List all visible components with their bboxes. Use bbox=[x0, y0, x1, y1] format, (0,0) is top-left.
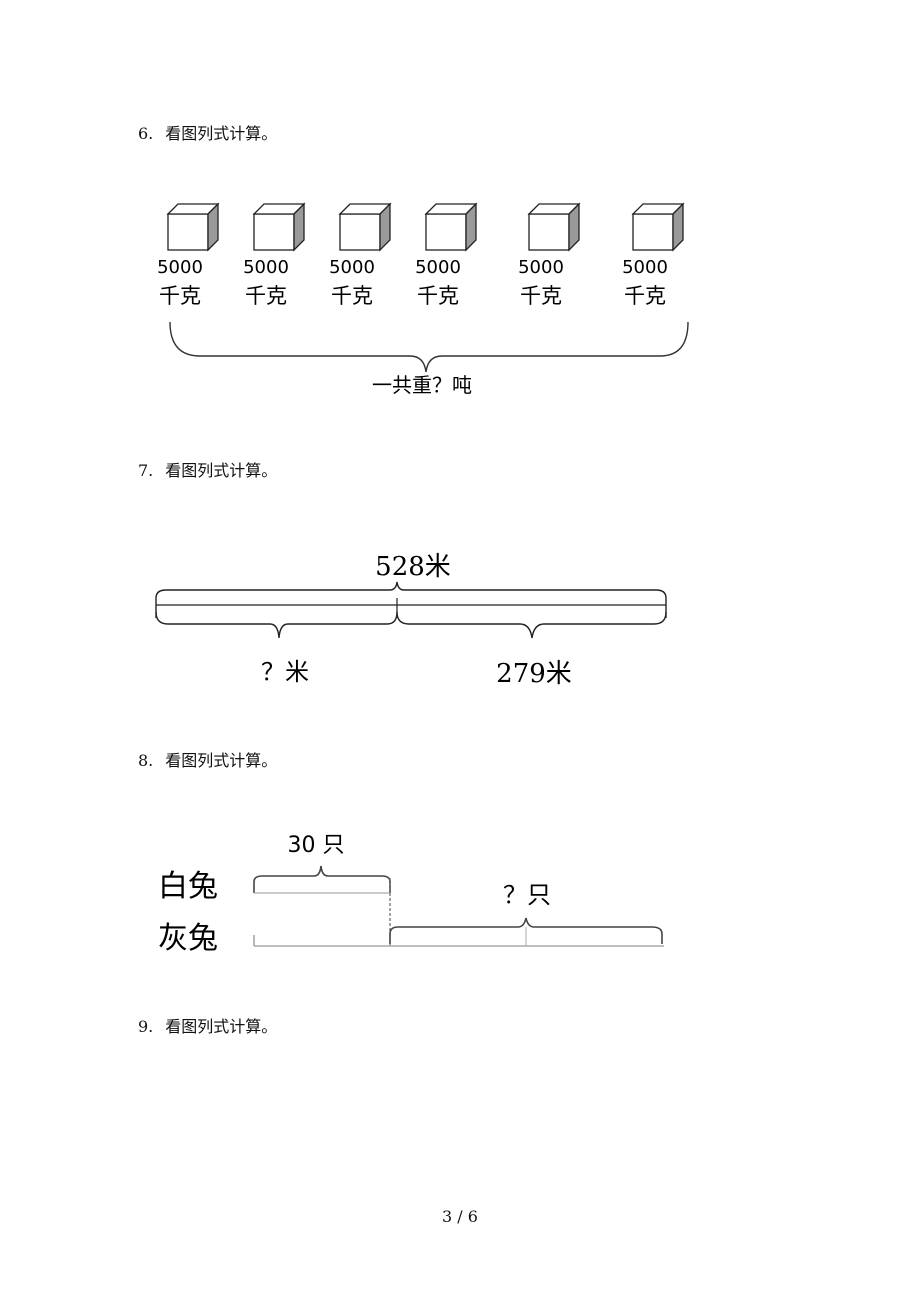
box-weight-value: 5000 bbox=[329, 257, 375, 278]
page-number: 3 / 6 bbox=[442, 1207, 478, 1226]
cube-icon bbox=[252, 202, 306, 252]
box-weight-unit: 千克 bbox=[520, 284, 562, 308]
box-weight-value: 5000 bbox=[157, 257, 203, 278]
question-number: 7. bbox=[138, 461, 154, 480]
white-rabbit-count-label: 30 只 bbox=[288, 833, 345, 858]
question-number: 6. bbox=[138, 124, 154, 143]
unknown-length-label: ？米 bbox=[261, 658, 309, 686]
total-brace bbox=[169, 321, 689, 373]
question-6-title: 6. 看图列式计算。 bbox=[138, 120, 277, 144]
box-weight-unit: 千克 bbox=[331, 284, 373, 308]
left-brace bbox=[155, 611, 398, 639]
total-weight-label: 一共重？吨 bbox=[372, 373, 472, 397]
white-rabbit-label: 白兔 bbox=[158, 869, 218, 904]
box-weight-unit: 千克 bbox=[417, 284, 459, 308]
known-length-label: 279米 bbox=[496, 659, 572, 689]
box-group: 5000 千克 5000 千克 5000 千克 5000 千克 5000 千克 5000 千克 bbox=[157, 202, 685, 308]
box-weight-value: 5000 bbox=[415, 257, 461, 278]
extra-count-label: ？只 bbox=[503, 881, 551, 909]
extra-brace bbox=[389, 917, 663, 944]
question-text: 看图列式计算。 bbox=[165, 124, 278, 143]
box-weight-value: 5000 bbox=[243, 257, 289, 278]
cube-icon bbox=[527, 202, 581, 252]
box-weight-unit: 千克 bbox=[245, 284, 287, 308]
question-number: 8. bbox=[138, 751, 154, 770]
cube-icon bbox=[631, 202, 685, 252]
total-length-label: 528米 bbox=[375, 552, 451, 582]
box-weight-unit: 千克 bbox=[624, 284, 666, 308]
right-brace bbox=[396, 611, 667, 639]
cube-icon bbox=[338, 202, 392, 252]
box-weight-value: 5000 bbox=[622, 257, 668, 278]
cube-icon bbox=[424, 202, 478, 252]
white-rabbit-brace bbox=[253, 865, 391, 893]
question-8-title: 8. 看图列式计算。 bbox=[138, 747, 277, 771]
box-weight-unit: 千克 bbox=[159, 284, 201, 308]
question-text: 看图列式计算。 bbox=[165, 1017, 278, 1036]
question-text: 看图列式计算。 bbox=[165, 751, 278, 770]
cube-icon bbox=[166, 202, 220, 252]
question-number: 9. bbox=[138, 1017, 154, 1036]
grey-rabbit-label: 灰兔 bbox=[158, 921, 218, 956]
question-text: 看图列式计算。 bbox=[165, 461, 278, 480]
question-7-title: 7. 看图列式计算。 bbox=[138, 457, 277, 481]
total-brace bbox=[155, 581, 667, 618]
box-weight-value: 5000 bbox=[518, 257, 564, 278]
question-9-title: 9. 看图列式计算。 bbox=[138, 1013, 277, 1037]
